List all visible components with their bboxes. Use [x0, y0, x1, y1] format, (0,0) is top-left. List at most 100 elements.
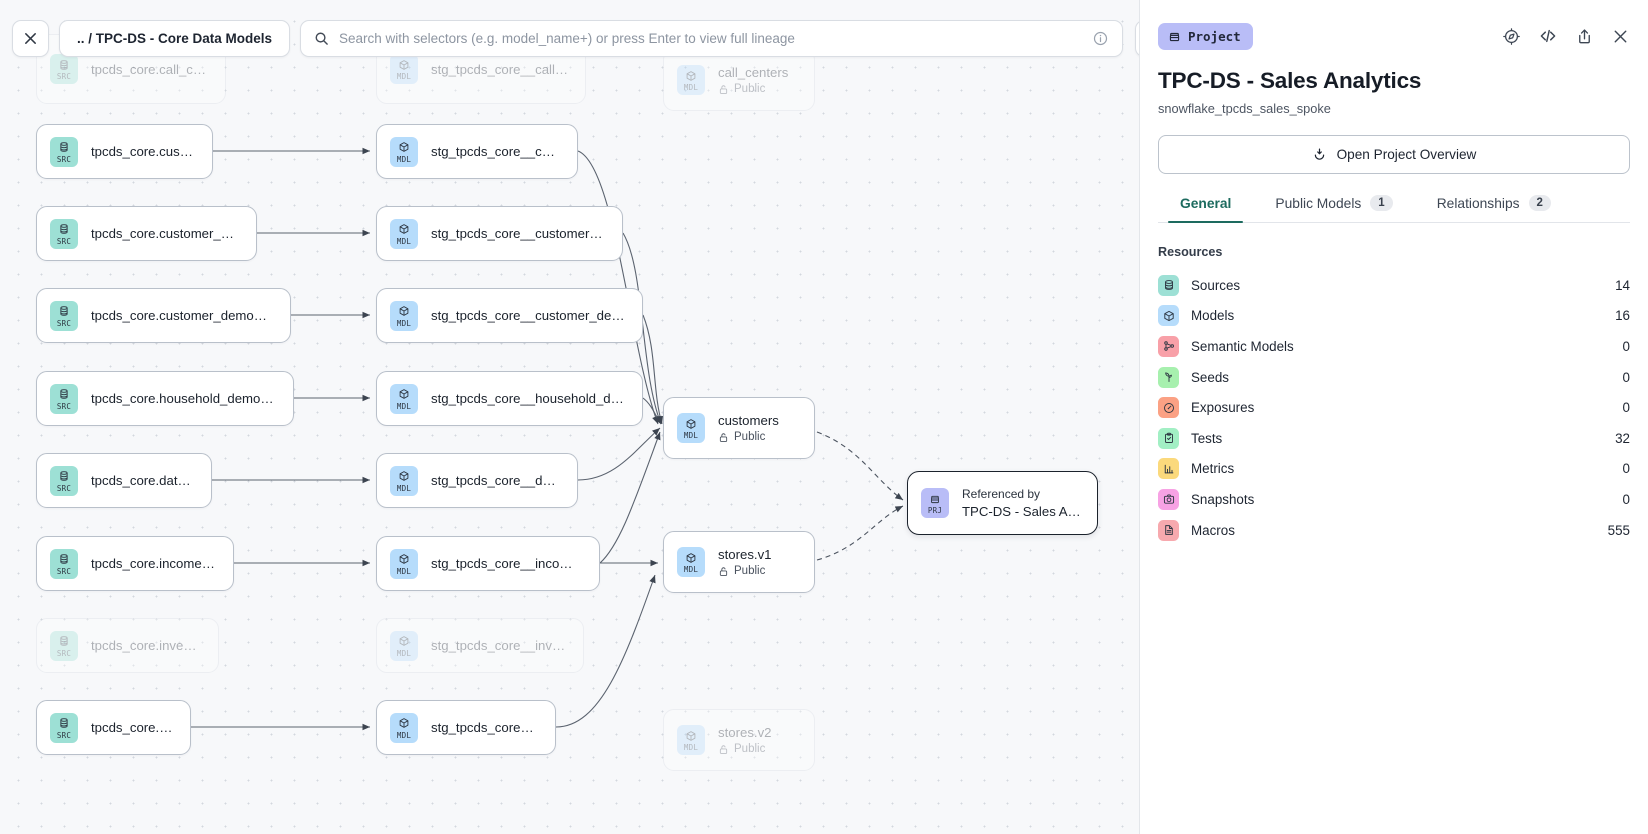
tab-count-badge: 2 [1528, 195, 1551, 211]
resource-row-exposures[interactable]: Exposures 0 [1158, 392, 1630, 423]
details-header: Project [1140, 0, 1648, 56]
graph-node-src_household_demo[interactable]: SRC tpcds_core.household_demographics [36, 371, 294, 426]
node-label: customers [718, 413, 779, 428]
node-type-badge-mdl: MDL [677, 725, 705, 755]
cube-icon [1158, 305, 1179, 327]
database-icon [58, 387, 70, 402]
node-label: stg_tpcds_core__inventory [431, 638, 567, 653]
node-label: stg_tpcds_core__customer_demogra… [431, 308, 626, 323]
resource-count: 0 [1622, 369, 1630, 385]
node-label: stg_tpcds_core__household_demogr… [431, 391, 626, 406]
cube-icon [685, 728, 697, 743]
cube-icon [398, 387, 410, 402]
resource-name: Sources [1191, 277, 1241, 293]
graph-node-mdl_stg_store[interactable]: MDL stg_tpcds_core__store [376, 700, 556, 755]
graph-node-mdl_stg_hh_demo[interactable]: MDLstg_tpcds_core__household_demogr… [376, 371, 643, 426]
node-type-badge-src: SRC [50, 548, 78, 579]
canvas-toolbar: .. / TPC-DS - Core Data Models [12, 20, 1139, 57]
node-label: tpcds_core.household_demographics [91, 391, 277, 406]
node-visibility: Public [718, 83, 788, 95]
open-project-overview-button[interactable]: Open Project Overview [1158, 135, 1630, 174]
node-type-badge-src: SRC [50, 218, 78, 249]
explore-icon[interactable] [1502, 27, 1521, 46]
node-type-badge-src: SRC [50, 383, 78, 414]
node-label: stg_tpcds_core__store [431, 720, 539, 735]
node-label: tpcds_core.call_center [91, 61, 209, 77]
node-visibility: Public [718, 565, 772, 577]
unlock-icon [718, 566, 729, 577]
resource-name: Exposures [1191, 400, 1255, 416]
node-label: stg_tpcds_core__customer [431, 144, 561, 159]
search-box[interactable] [300, 20, 1124, 57]
node-type-badge-prj: PRJ [921, 488, 949, 518]
database-icon [58, 552, 70, 567]
resource-count: 0 [1622, 461, 1630, 477]
sprout-icon [1158, 366, 1179, 388]
node-type-badge-src: SRC [50, 300, 78, 331]
node-label: stg_tpcds_core__date_dim [431, 473, 561, 488]
node-label: stores.v1 [718, 547, 772, 562]
resource-name: Snapshots [1191, 491, 1255, 507]
graph-node-mdl_stg_cust_demo[interactable]: MDLstg_tpcds_core__customer_demogra… [376, 288, 643, 343]
close-panel-icon[interactable] [1611, 27, 1630, 46]
resource-name: Tests [1191, 430, 1223, 446]
node-type-badge-mdl: MDL [390, 54, 418, 84]
resource-count: 0 [1622, 338, 1630, 354]
node-label: tpcds_core.inventory [91, 638, 202, 653]
tab-relationships[interactable]: Relationships 2 [1415, 195, 1573, 222]
tab-label: Relationships [1436, 195, 1520, 211]
node-label: stg_tpcds_core__customer_address [431, 226, 606, 241]
lineage-canvas[interactable]: .. / TPC-DS - Core Data Models SRCtpcds_… [0, 0, 1140, 834]
node-label: tpcds_core.customer [91, 144, 196, 159]
node-type-badge-src: SRC [50, 54, 78, 84]
node-type-badge-mdl: MDL [390, 712, 418, 743]
share-icon[interactable] [1575, 27, 1594, 46]
unlock-icon [718, 432, 729, 443]
search-input[interactable] [339, 31, 1084, 46]
close-lineage-button[interactable] [12, 20, 49, 57]
resource-count: 0 [1622, 400, 1630, 416]
search-info-icon[interactable] [1093, 31, 1108, 46]
database-icon [58, 469, 70, 484]
document-icon [1158, 519, 1179, 541]
clipboard-check-icon [1158, 427, 1179, 449]
node-type-badge-mdl: MDL [677, 65, 705, 95]
node-visibility: Public [718, 431, 779, 443]
breadcrumb[interactable]: .. / TPC-DS - Core Data Models [59, 20, 291, 57]
cube-icon [398, 552, 410, 567]
resources-heading: Resources [1158, 245, 1223, 259]
node-type-badge-mdl: MDL [677, 547, 705, 577]
node-type-badge-src: SRC [50, 712, 78, 743]
node-label: call_centers [718, 65, 789, 80]
tab-label: General [1180, 196, 1232, 211]
code-icon[interactable] [1538, 26, 1558, 46]
tab-general[interactable]: General [1158, 196, 1253, 223]
